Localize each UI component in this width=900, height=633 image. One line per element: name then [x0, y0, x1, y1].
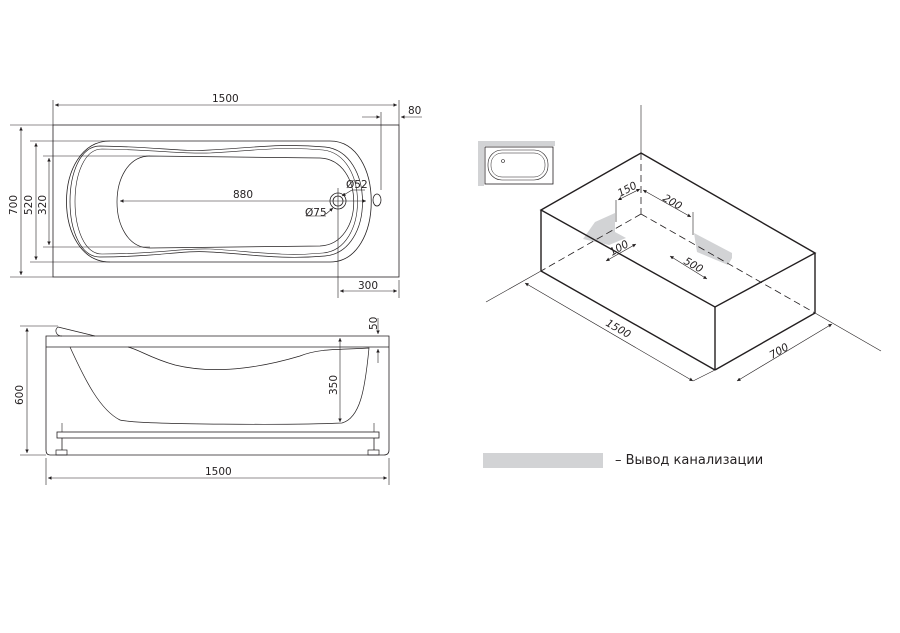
dim-drain-from-end-label: 300: [358, 280, 378, 292]
dim-outlet1-offset-label: 150: [616, 179, 640, 199]
tub-inner-profile: [69, 346, 370, 425]
dim-depth-label: 350: [328, 375, 340, 395]
side-view: 600 50 350 1500: [14, 317, 390, 485]
dim-overflow-dia-label: Ø52: [346, 179, 368, 191]
dim-rim-offset-label: 80: [408, 105, 421, 117]
outlet-area-2: [694, 233, 732, 265]
rim-outer: [66, 140, 372, 263]
tub-bottom: [116, 155, 355, 249]
tub-outline-top: [52, 124, 400, 278]
legend-swatch-outlet: [483, 453, 603, 468]
overflow-hole: [372, 193, 382, 207]
dim-outlet2-offset-label: 200: [661, 192, 685, 213]
dim-rim-thickness-label: 50: [368, 317, 380, 330]
dim-height-label: 600: [14, 385, 26, 405]
dim-length-label: 1500: [212, 93, 239, 105]
tub-body-side: [45, 335, 390, 456]
dim-side-length-label: 1500: [205, 466, 232, 478]
leg-left: [55, 449, 68, 456]
iso-box-top: [539, 152, 817, 308]
dim-outlet2-width-label: 500: [682, 255, 706, 276]
legend: – Вывод канализации: [483, 453, 763, 468]
dim-iso-width-label: 700: [768, 341, 792, 362]
outlet-area-1: [583, 213, 626, 245]
top-view: 1500 80 700 520 320 880: [8, 93, 422, 298]
dim-bottom-width-label: 320: [37, 195, 49, 215]
leg-right: [367, 449, 380, 456]
dim-drain-dia-label: Ø75: [305, 207, 327, 219]
dim-width-label: 700: [8, 195, 20, 215]
mini-plan-tub: [484, 146, 554, 185]
legend-label: – Вывод канализации: [615, 453, 764, 468]
tub-stand: [56, 431, 380, 439]
dim-bottom-length-label: 880: [233, 189, 253, 201]
iso-view: 150 200 100 500 1500 700: [478, 105, 882, 382]
dim-inner-width-label: 520: [23, 195, 35, 215]
